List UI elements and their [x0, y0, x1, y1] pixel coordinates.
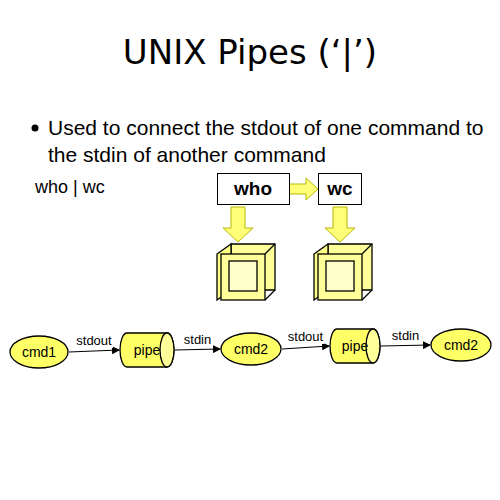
- node-text: cmd1: [22, 344, 56, 360]
- title: UNIX Pipes (‘|’): [0, 30, 500, 74]
- ellipse-shape: [10, 336, 68, 368]
- connector: [381, 345, 430, 346]
- node-text: wc: [327, 178, 352, 200]
- bullet-text: Used to connect the stdout of one comman…: [48, 114, 488, 168]
- cylinder-cap: [160, 333, 174, 367]
- edge-label: stdout: [287, 329, 324, 344]
- node-text: pipe: [342, 338, 368, 354]
- cylinder-body: [330, 329, 380, 363]
- edge-label: stdin: [183, 332, 212, 347]
- command-ellipse: cmd1: [9, 335, 69, 369]
- node-text: cmd2: [444, 337, 478, 353]
- connector: [282, 346, 329, 349]
- node-text: cmd2: [234, 341, 268, 357]
- edge-label: stdout: [75, 333, 112, 348]
- down-arrow: [223, 207, 253, 242]
- cylinder-body: [120, 333, 174, 367]
- node-text: who: [234, 178, 272, 200]
- command-ellipse: cmd2: [220, 332, 282, 366]
- command-ellipse: cmd2: [430, 328, 492, 362]
- edge-label: stdin: [391, 328, 420, 343]
- ellipse-shape: [221, 333, 281, 365]
- monitor-icon: [217, 244, 275, 300]
- block-arrow: [290, 178, 319, 200]
- down-arrow: [325, 207, 355, 242]
- command-box: wc: [318, 173, 362, 205]
- node-text: pipe: [134, 342, 160, 358]
- pipe-cylinder: pipe: [119, 332, 175, 368]
- bullet: [32, 125, 39, 132]
- pipe-cylinder: pipe: [329, 328, 381, 364]
- connector: [175, 349, 220, 350]
- command-box: who: [217, 173, 290, 205]
- connector: [69, 350, 119, 352]
- monitor-icon: [314, 244, 372, 300]
- command-example: who | wc: [35, 176, 105, 198]
- ellipse-shape: [431, 329, 491, 361]
